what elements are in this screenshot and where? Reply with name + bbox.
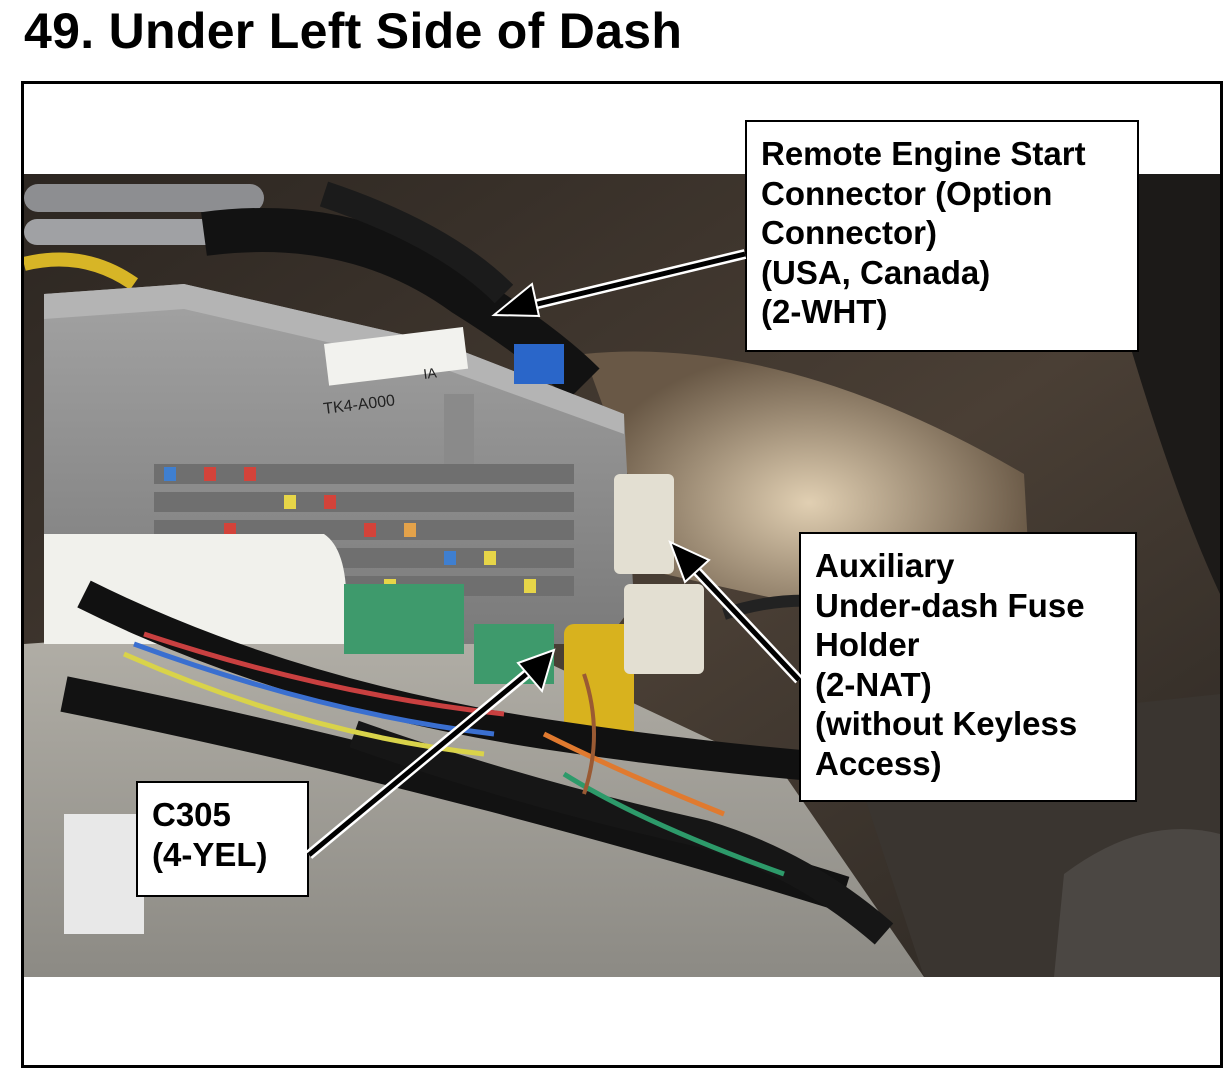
callout-line: Remote Engine Start [761, 135, 1086, 172]
callout-line: Under-dash Fuse [815, 586, 1085, 624]
callout-auxiliary-fuse-holder: Auxiliary Under-dash Fuse Holder (2-NAT)… [799, 532, 1137, 802]
figure-frame: TK4-A000 IA Remote Engine Start Connecto… [21, 81, 1223, 1068]
callout-line: C305 [152, 796, 231, 833]
callout-line: Access) [815, 744, 942, 782]
callout-line: (4-YEL) [152, 835, 268, 873]
revision-label: IA [422, 364, 438, 382]
callout-line: Connector (Option [761, 174, 1053, 212]
page-title: 49. Under Left Side of Dash [24, 3, 683, 59]
callout-remote-engine-start: Remote Engine Start Connector (Option Co… [745, 120, 1139, 352]
callout-line: Auxiliary [815, 547, 955, 584]
callout-line: Holder [815, 626, 920, 663]
callout-line: (USA, Canada) [761, 253, 991, 291]
callout-line: (without Keyless [815, 705, 1078, 742]
callout-c305: C305 (4-YEL) [136, 781, 309, 897]
callout-line: Connector) [761, 214, 937, 251]
callout-line: (2-WHT) [761, 293, 888, 330]
callout-line: (2-NAT) [815, 665, 932, 703]
